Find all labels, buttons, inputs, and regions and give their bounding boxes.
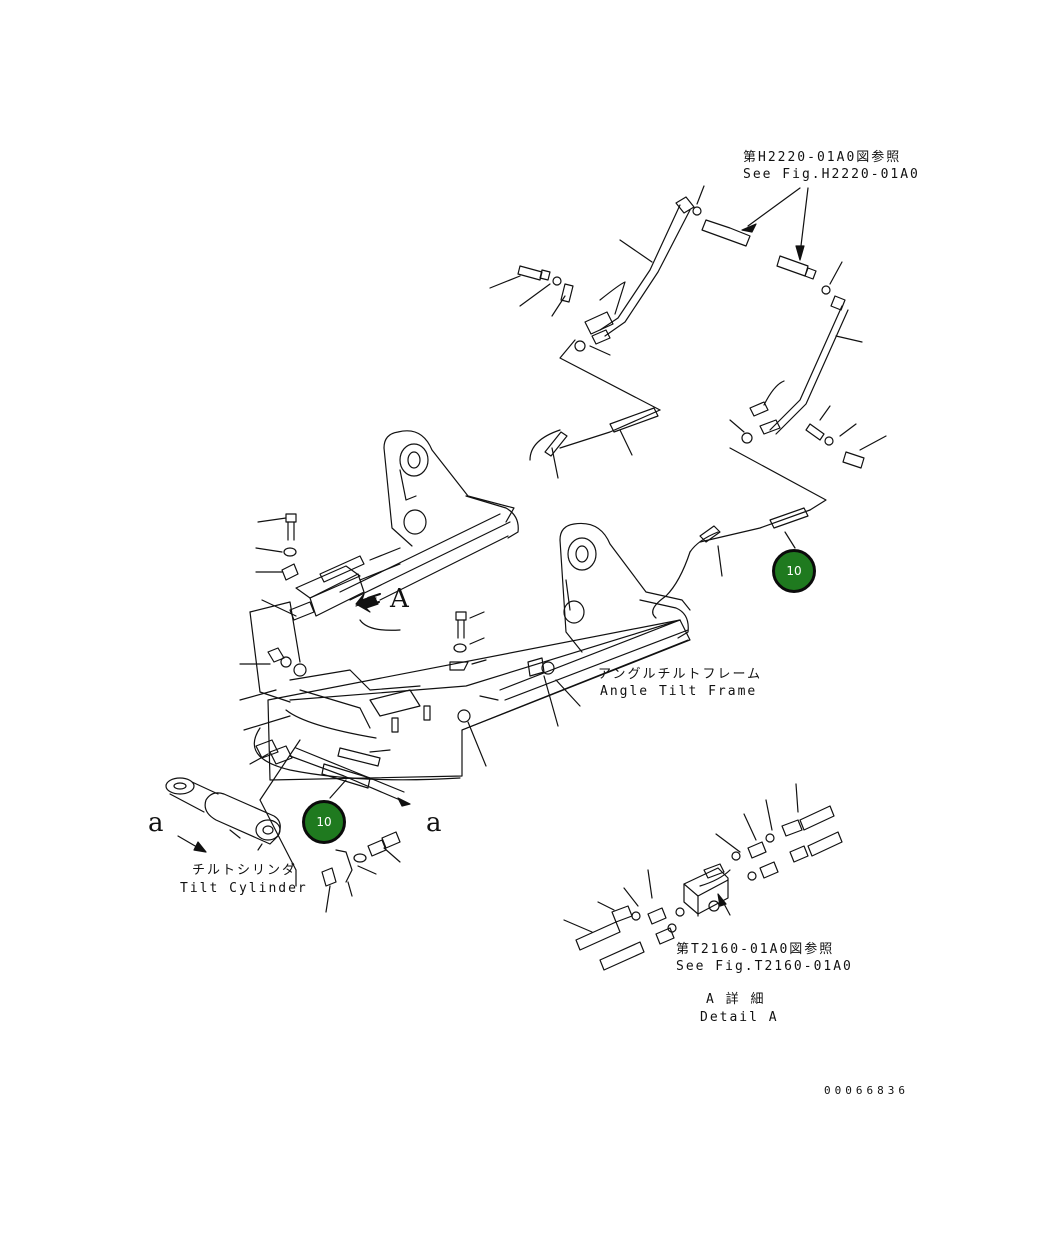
reference-bottom-jp: 第T2160-01A0図参照: [676, 942, 835, 957]
reference-top-jp: 第H2220-01A0図参照: [743, 150, 902, 165]
small-hardware-center: [449, 611, 581, 767]
upper-hose-left: [529, 339, 661, 479]
reference-top-en: See Fig.H2220-01A0: [743, 167, 920, 182]
frame-label-jp: アングルチルトフレーム: [598, 667, 763, 682]
reference-arrows: [717, 187, 809, 916]
view-arrow-a: [355, 593, 381, 613]
detail-title-en: Detail A: [700, 1010, 779, 1025]
detail-a-drawing: [563, 783, 843, 971]
cylinder-label-jp: チルトシリンダ: [192, 863, 298, 878]
cylinder-label-en: Tilt Cylinder: [180, 881, 308, 896]
view-letter-a: A: [390, 584, 409, 614]
reference-bottom-en: See Fig.T2160-01A0: [676, 959, 853, 974]
frame-upright-left: [339, 430, 519, 601]
upper-hose-right: [652, 447, 827, 619]
frame-label-en: Angle Tilt Frame: [600, 684, 758, 699]
tilt-cylinder: [165, 777, 281, 853]
detail-title-jp: A 詳 細: [706, 992, 766, 1007]
callout-10-lower: 10: [302, 800, 346, 844]
frame-upright-right: [499, 522, 691, 701]
lower-pipe-assembly: [249, 739, 411, 887]
frame-main-beam: [249, 601, 691, 781]
lower-small-parts: [321, 831, 401, 913]
section-mark-right: a: [426, 808, 442, 838]
small-hardware-left: [239, 513, 307, 731]
upper-pipe-right: [701, 219, 887, 469]
drawing-code: 00066836: [824, 1084, 909, 1097]
upper-pipe-left: [489, 185, 705, 356]
callout-10-upper: 10: [772, 549, 816, 593]
section-mark-left: a: [148, 808, 164, 838]
